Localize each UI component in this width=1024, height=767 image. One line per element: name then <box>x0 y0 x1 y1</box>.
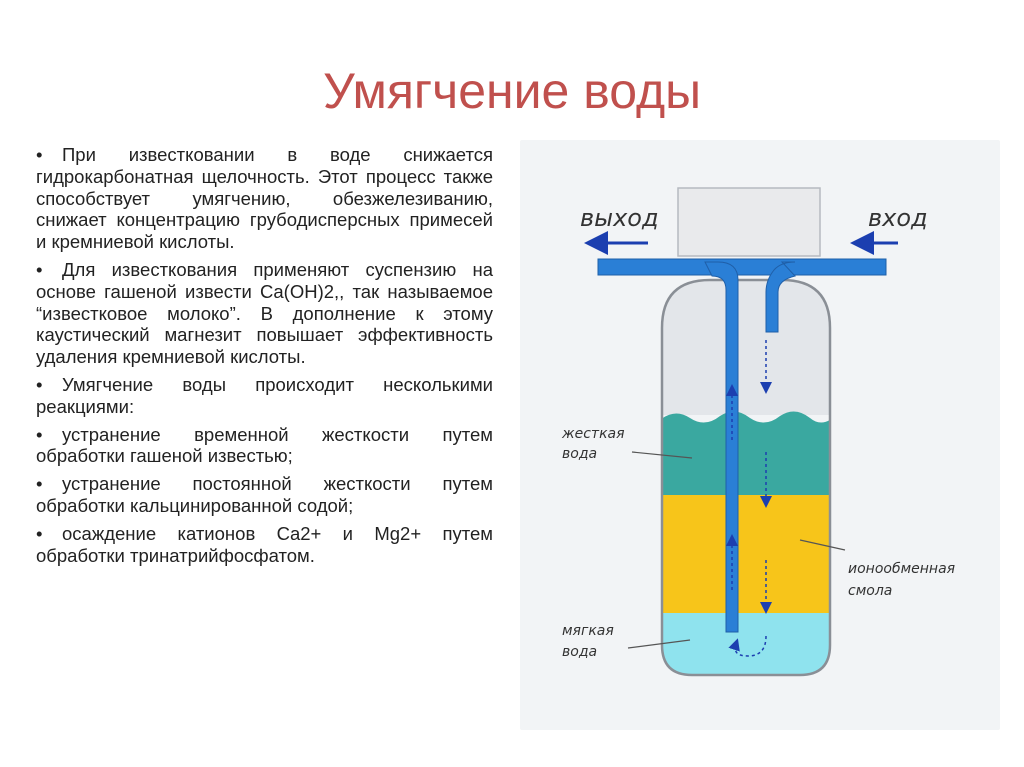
soft-water-label-line1: мягкая <box>562 623 614 639</box>
hard-water-label-line1: жесткая <box>561 426 625 442</box>
inlet-label: вход <box>868 204 928 232</box>
bullet-item: •осаждение катионов Ca2+ и Mg2+ путем об… <box>36 523 493 567</box>
leader-lines <box>627 451 846 649</box>
bullet-text: устранение постоянной жесткости путем об… <box>36 473 493 516</box>
bullet-marker: • <box>36 258 43 280</box>
bullet-text: Для известкования применяют суспензию на… <box>36 258 493 368</box>
soft-water-label-line2: вода <box>562 644 597 660</box>
bullet-marker: • <box>36 522 43 544</box>
bullet-marker: • <box>36 423 43 445</box>
bullet-marker: • <box>36 473 43 495</box>
outlet-label: выход <box>580 204 659 232</box>
soft-water-layer <box>662 613 830 675</box>
bullet-item: •устранение временной жесткости путем об… <box>36 424 493 468</box>
slide-title: Умягчение воды <box>322 63 702 119</box>
bullet-item: •При известковании в воде снижается гидр… <box>36 144 493 253</box>
bullet-text: осаждение катионов Ca2+ и Mg2+ путем обр… <box>36 522 493 566</box>
bullet-text: Умягчение воды происходит несколькими ре… <box>36 373 493 417</box>
bullet-text: При известковании в воде снижается гидро… <box>36 144 493 253</box>
bullet-marker: • <box>36 373 43 395</box>
tank-outline <box>660 278 832 677</box>
tank-layers <box>662 280 830 675</box>
bullet-item: •устранение постоянной жесткости путем о… <box>36 473 493 517</box>
resin-label-line1: ионообменная <box>848 561 955 577</box>
hard-water-label-line2: вода <box>562 446 597 462</box>
bullet-item: •Для известкования применяют суспензию н… <box>36 259 493 368</box>
resin-label-line2: смола <box>848 583 892 599</box>
bullet-item: •Умягчение воды происходит несколькими р… <box>36 374 493 418</box>
bullet-marker: • <box>36 144 43 165</box>
control-head <box>677 187 821 257</box>
bullet-text: устранение временной жесткости путем обр… <box>36 423 493 467</box>
bullet-list: •При известковании в воде снижается гидр… <box>36 144 493 572</box>
hard-water-layer <box>662 411 830 496</box>
flow-arrows <box>726 340 772 657</box>
softener-svg: выход вход жесткая вода ионообменная смо… <box>561 187 955 677</box>
water-softener-diagram: выход вход жесткая вода ионообменная смо… <box>520 140 1000 730</box>
resin-layer <box>662 495 830 613</box>
